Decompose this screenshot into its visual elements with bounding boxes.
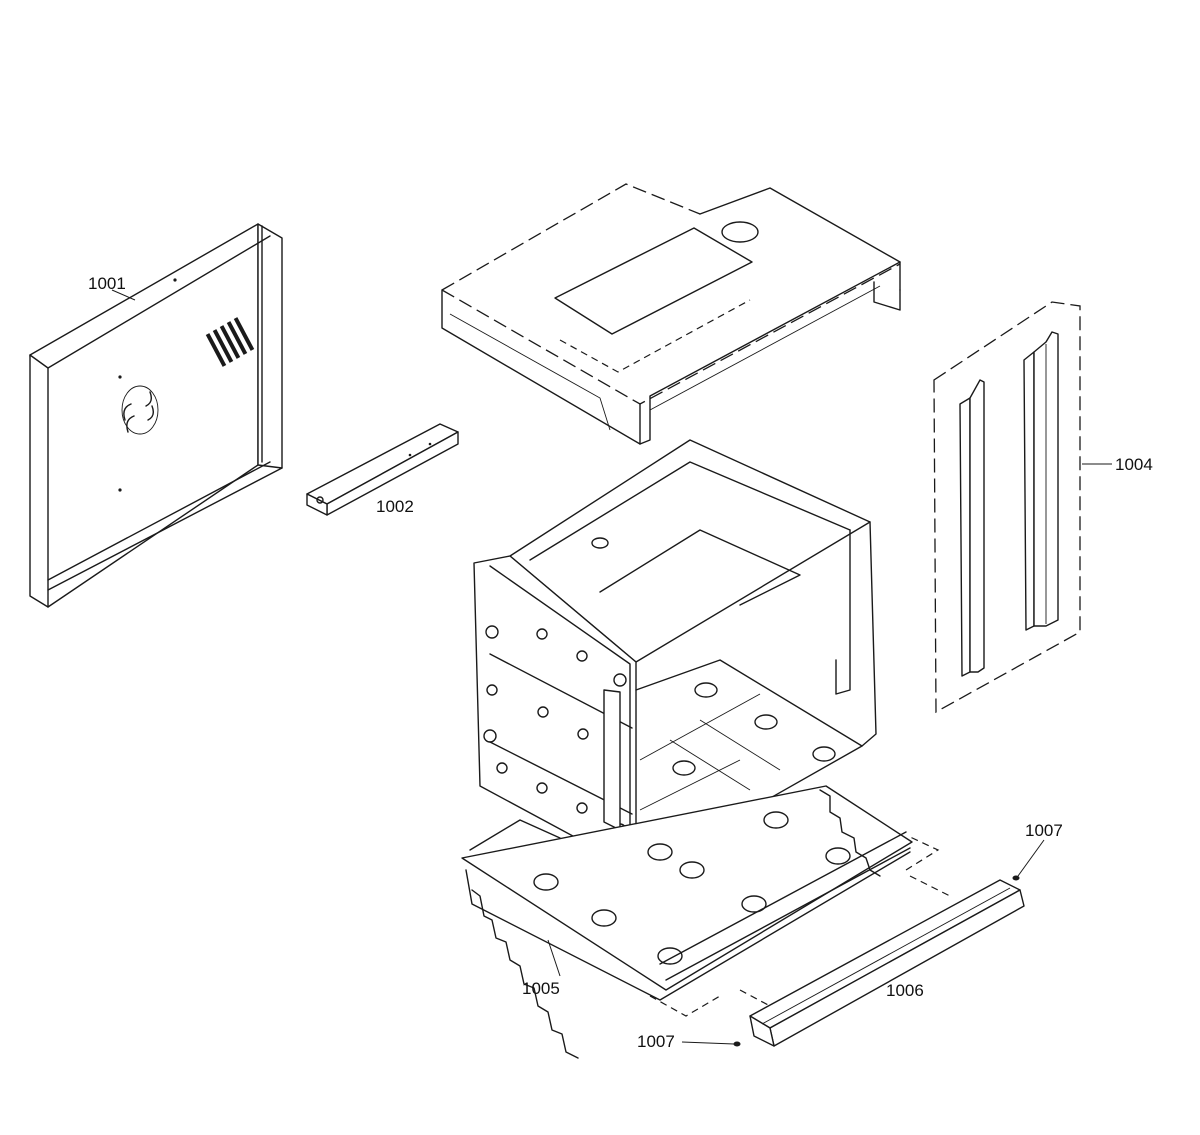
alignment-line-1006-left bbox=[739, 989, 771, 1007]
pan-bumps bbox=[533, 811, 851, 965]
part-1007-screw-top[interactable] bbox=[1012, 839, 1045, 881]
label-1004: 1004 bbox=[1115, 455, 1153, 474]
leader-1001 bbox=[111, 289, 136, 301]
label-1005: 1005 bbox=[522, 979, 560, 998]
alignment-line-1006-right bbox=[909, 875, 951, 897]
leader-1005 bbox=[547, 939, 561, 977]
part-1002-bracket[interactable] bbox=[306, 423, 459, 516]
top-cover-panel[interactable] bbox=[441, 183, 901, 445]
part-1001-side-panel[interactable] bbox=[29, 223, 283, 608]
alignment-line-lower bbox=[649, 995, 721, 1017]
label-1002: 1002 bbox=[376, 497, 414, 516]
side-bumps bbox=[483, 625, 627, 837]
floor-bumps bbox=[672, 682, 836, 776]
label-1007-bottom: 1007 bbox=[637, 1032, 675, 1051]
part-1004-rails[interactable] bbox=[933, 301, 1081, 714]
alignment-line-upper bbox=[905, 835, 940, 871]
label-1001: 1001 bbox=[88, 274, 126, 293]
label-1006: 1006 bbox=[886, 981, 924, 1000]
label-1007-top: 1007 bbox=[1025, 821, 1063, 840]
vent-slots bbox=[205, 317, 255, 367]
center-knockouts bbox=[121, 385, 159, 435]
part-1007-screw-bottom[interactable] bbox=[681, 1041, 741, 1047]
part-1005-bottom-pan[interactable] bbox=[461, 785, 913, 1059]
part-1006-trim-strip[interactable] bbox=[749, 879, 1025, 1047]
